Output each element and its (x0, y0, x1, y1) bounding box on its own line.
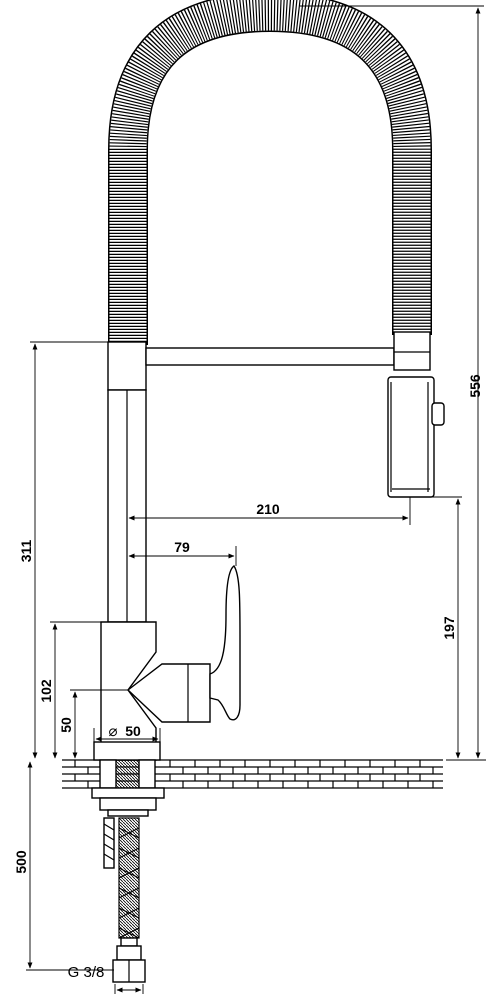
spout-arm (145, 331, 431, 371)
dim-label-79: 79 (174, 539, 190, 555)
diameter-symbol: ⌀ (108, 723, 117, 740)
mixer-body (100, 565, 241, 761)
dim-label-556: 556 (467, 374, 483, 398)
dim-label-197: 197 (441, 616, 457, 640)
dim-label-500: 500 (13, 850, 29, 874)
faucet-column (107, 341, 147, 623)
spray-head (387, 376, 445, 498)
dim-label-210: 210 (256, 501, 280, 517)
diameter-value: 50 (125, 723, 141, 739)
dim-label-102: 102 (38, 679, 54, 703)
mounting-assembly (91, 741, 165, 817)
dim-label-thread: G 3/8 (68, 964, 105, 981)
supply-hose (103, 817, 146, 983)
dim-label-50-height: 50 (58, 717, 74, 733)
dim-label-311: 311 (18, 539, 34, 562)
coiled-spring-hose (108, 0, 432, 345)
dimension-lines (26, 5, 486, 994)
dim-label-diameter-50: ⌀ 50 (108, 723, 141, 740)
